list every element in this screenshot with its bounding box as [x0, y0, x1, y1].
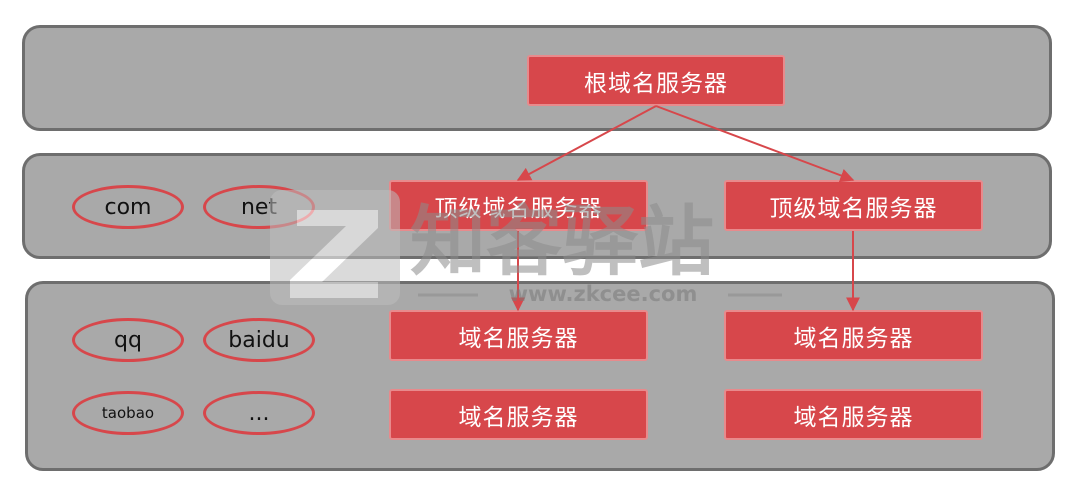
domain-example-qq: qq [72, 318, 184, 362]
tld-example-net: net [203, 185, 315, 229]
domain-server-box-left-2: 域名服务器 [389, 389, 648, 440]
domain-example-taobao: taobao [72, 391, 184, 435]
tld-server-box-right: 顶级域名服务器 [724, 180, 983, 231]
domain-example-ellipsis: ... [203, 391, 315, 435]
domain-server-box-left-1: 域名服务器 [389, 310, 648, 361]
domain-server-box-right-1: 域名服务器 [724, 310, 983, 361]
tld-server-box-left: 顶级域名服务器 [389, 180, 648, 231]
domain-example-baidu: baidu [203, 318, 315, 362]
tld-example-com: com [72, 185, 184, 229]
root-server-box: 根域名服务器 [527, 55, 785, 106]
domain-server-box-right-2: 域名服务器 [724, 389, 983, 440]
